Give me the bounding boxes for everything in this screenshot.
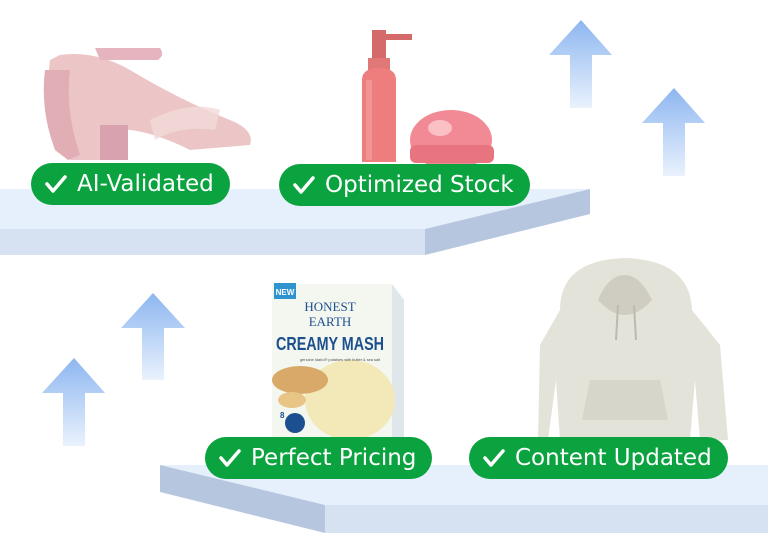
svg-text:genuine Idaho® potatoes with b: genuine Idaho® potatoes with butter & se… <box>300 357 381 362</box>
arrow-up-icon <box>42 358 105 446</box>
badge-label: Optimized Stock <box>325 172 514 198</box>
badge-label: Content Updated <box>515 445 712 471</box>
svg-text:CREAMY MASH: CREAMY MASH <box>276 334 384 354</box>
badge-label: AI-Validated <box>77 171 214 197</box>
arrow-up-icon <box>121 293 185 380</box>
creamy-mash-box-image <box>272 283 404 440</box>
check-icon <box>219 449 241 467</box>
box-text: NEW HONEST EARTH CREAMY MASH genuine Ida… <box>276 288 384 420</box>
svg-text:8: 8 <box>280 411 285 420</box>
ai-validated-badge: AI-Validated <box>31 163 230 205</box>
svg-text:NEW: NEW <box>276 288 295 297</box>
arrow-up-icon <box>642 88 705 176</box>
optimized-stock-badge: Optimized Stock <box>279 164 530 206</box>
hoodie-image <box>538 258 728 440</box>
arrow-up-icon <box>549 20 612 108</box>
check-icon <box>293 176 315 194</box>
content-updated-badge: Content Updated <box>469 437 728 479</box>
sandal-image <box>43 48 251 160</box>
perfect-pricing-badge: Perfect Pricing <box>205 437 433 479</box>
badge-label: Perfect Pricing <box>251 445 417 471</box>
svg-text:HONEST: HONEST <box>304 299 355 314</box>
svg-text:EARTH: EARTH <box>309 314 352 329</box>
check-icon <box>483 449 505 467</box>
check-icon <box>45 175 67 193</box>
pink-bottle-image <box>362 30 494 170</box>
